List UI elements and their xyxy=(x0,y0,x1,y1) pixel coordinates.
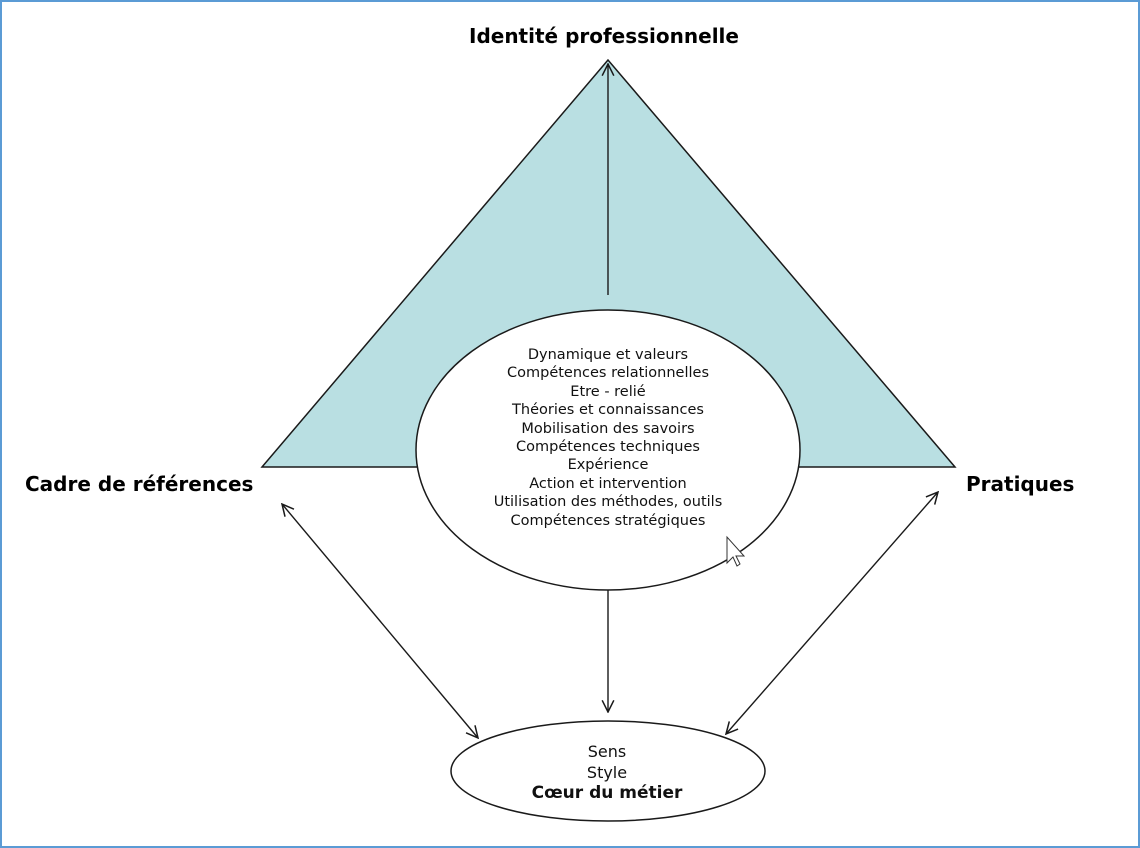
center-item: Compétences relationnelles xyxy=(507,365,709,382)
center-item: Mobilisation des savoirs xyxy=(521,420,695,437)
arrow-references-core xyxy=(282,504,478,738)
core-emphasis: Cœur du métier xyxy=(531,783,683,803)
left-label: Cadre de références xyxy=(25,472,254,496)
core-item: Style xyxy=(586,763,628,782)
core-ellipse xyxy=(450,720,766,822)
center-item: Etre - relié xyxy=(570,383,646,400)
center-item: Théories et connaissances xyxy=(512,402,704,419)
center-item: Compétences stratégiques xyxy=(510,512,706,529)
center-item: Action et intervention xyxy=(529,475,687,492)
core-item: Sens xyxy=(587,742,627,761)
arrow-practices-core xyxy=(726,492,938,734)
center-item: Compétences techniques xyxy=(516,439,700,456)
mouse-cursor-icon xyxy=(726,535,746,567)
top-label: Identité professionnelle xyxy=(469,24,739,48)
center-item: Utilisation des méthodes, outils xyxy=(493,494,723,511)
center-items: Dynamique et valeurs Compétences relatio… xyxy=(440,346,776,530)
center-item: Dynamique et valeurs xyxy=(527,347,689,363)
center-item: Expérience xyxy=(567,457,649,474)
core-items: Sens Style Cœur du métier xyxy=(452,741,762,804)
right-label: Pratiques xyxy=(966,472,1075,496)
